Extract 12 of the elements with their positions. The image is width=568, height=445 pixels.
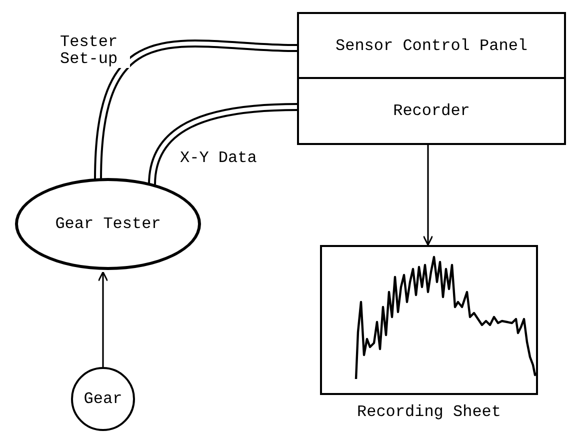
cable [148,103,298,185]
arrow [422,145,434,246]
edge-label: Tester Set-up [60,34,130,68]
cable [94,40,298,180]
arrow [98,271,108,367]
node-label: Recorder [393,102,470,120]
panel-section [297,12,566,79]
node-caption: Recording Sheet [356,403,502,421]
node-label: Gear Tester [55,215,161,233]
node-label: Gear [84,390,122,408]
panel-section [297,77,566,145]
node-label: Sensor Control Panel [335,36,528,54]
